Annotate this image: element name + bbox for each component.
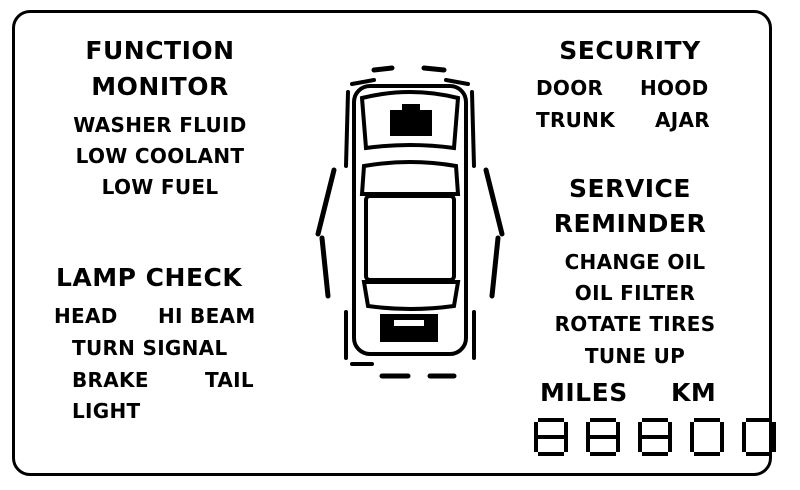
digit-segment-f (586, 422, 590, 437)
ajar-label: AJAR (655, 108, 710, 132)
turn-signal-indicator: TURN SIGNAL (72, 336, 228, 360)
light-indicator: LIGHT (72, 399, 141, 423)
function-monitor-title-line1: FUNCTION (85, 36, 235, 65)
digit-segment-a (590, 418, 616, 422)
digit-segment-b (564, 422, 568, 437)
odometer-digit (690, 418, 724, 456)
rotate-tires-indicator: ROTATE TIRES (554, 312, 716, 336)
hood-ajar-indicator: HOOD (640, 76, 709, 100)
digit-segment-g (642, 435, 668, 439)
head-lamp-indicator: HEAD (54, 304, 118, 328)
low-fuel-indicator: LOW FUEL (101, 175, 219, 199)
digit-segment-c (564, 437, 568, 452)
digit-segment-d (694, 452, 720, 456)
odometer-digit (638, 418, 672, 456)
hi-beam-indicator: HI BEAM (158, 304, 256, 328)
indicator-panel (12, 10, 772, 476)
odometer-digit (586, 418, 620, 456)
tune-up-indicator: TUNE UP (584, 344, 686, 368)
digit-segment-e (742, 437, 746, 452)
digit-segment-e (586, 437, 590, 452)
digit-segment-d (590, 452, 616, 456)
digit-segment-c (616, 437, 620, 452)
digit-segment-d (538, 452, 564, 456)
digit-segment-a (538, 418, 564, 422)
digit-segment-f (690, 422, 694, 437)
digit-segment-b (772, 422, 776, 437)
digit-segment-c (720, 437, 724, 452)
change-oil-indicator: CHANGE OIL (564, 250, 706, 274)
washer-fluid-indicator: WASHER FLUID (73, 113, 247, 137)
digit-segment-b (616, 422, 620, 437)
digit-segment-f (534, 422, 538, 437)
digit-segment-a (694, 418, 720, 422)
function-monitor-title-line2: MONITOR (91, 72, 229, 101)
digit-segment-g (590, 435, 616, 439)
door-ajar-indicator: DOOR (536, 76, 604, 100)
security-title: SECURITY (559, 36, 701, 65)
km-label: KM (671, 378, 717, 407)
odometer-digit (534, 418, 568, 456)
digit-segment-g (538, 435, 564, 439)
trunk-ajar-indicator: TRUNK (536, 108, 616, 132)
digit-segment-c (772, 437, 776, 452)
tail-lamp-indicator: TAIL (205, 368, 254, 392)
odometer-digit (742, 418, 776, 456)
miles-label: MILES (540, 378, 628, 407)
digit-segment-a (746, 418, 772, 422)
digit-segment-c (668, 437, 672, 452)
digit-segment-f (638, 422, 642, 437)
digit-segment-e (638, 437, 642, 452)
digit-segment-d (642, 452, 668, 456)
digit-segment-d (746, 452, 772, 456)
digit-segment-b (668, 422, 672, 437)
oil-filter-indicator: OIL FILTER (574, 281, 696, 305)
digit-segment-a (642, 418, 668, 422)
lamp-check-title: LAMP CHECK (56, 263, 243, 292)
service-reminder-title-line2: REMINDER (553, 209, 707, 238)
car-top-view-icon (315, 65, 505, 379)
service-reminder-title-line1: SERVICE (569, 174, 691, 203)
digit-segment-e (534, 437, 538, 452)
digit-segment-b (720, 422, 724, 437)
low-coolant-indicator: LOW COOLANT (75, 144, 245, 168)
digit-segment-f (742, 422, 746, 437)
digit-segment-e (690, 437, 694, 452)
brake-lamp-indicator: BRAKE (72, 368, 149, 392)
